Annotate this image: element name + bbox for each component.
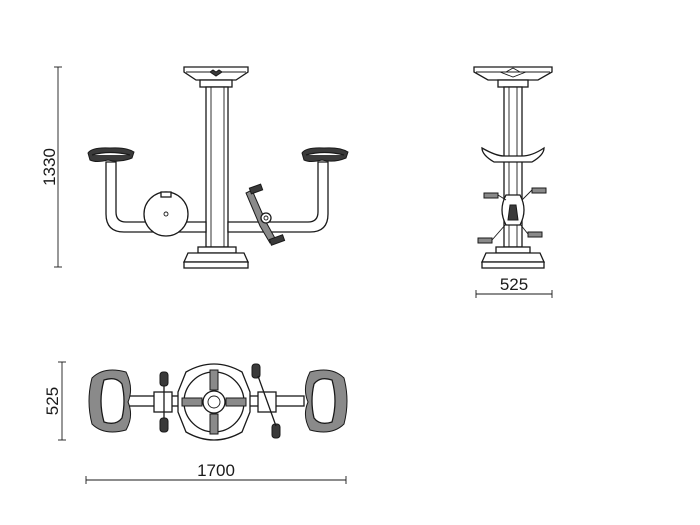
- top-width-label: 1700: [197, 461, 235, 480]
- side-width-label: 525: [500, 275, 528, 294]
- front-height-dimension: 1330: [40, 66, 62, 268]
- top-view: 525 1700: [43, 361, 348, 484]
- top-depth-label: 525: [43, 387, 62, 415]
- side-width-dimension: 525: [475, 275, 553, 298]
- top-width-dimension: 1700: [85, 461, 347, 484]
- front-pedal-crank: [245, 183, 286, 246]
- front-view: 1330: [40, 66, 349, 269]
- top-depth-dimension: 525: [43, 361, 66, 441]
- side-view: 525: [473, 66, 553, 298]
- front-height-label: 1330: [40, 148, 59, 186]
